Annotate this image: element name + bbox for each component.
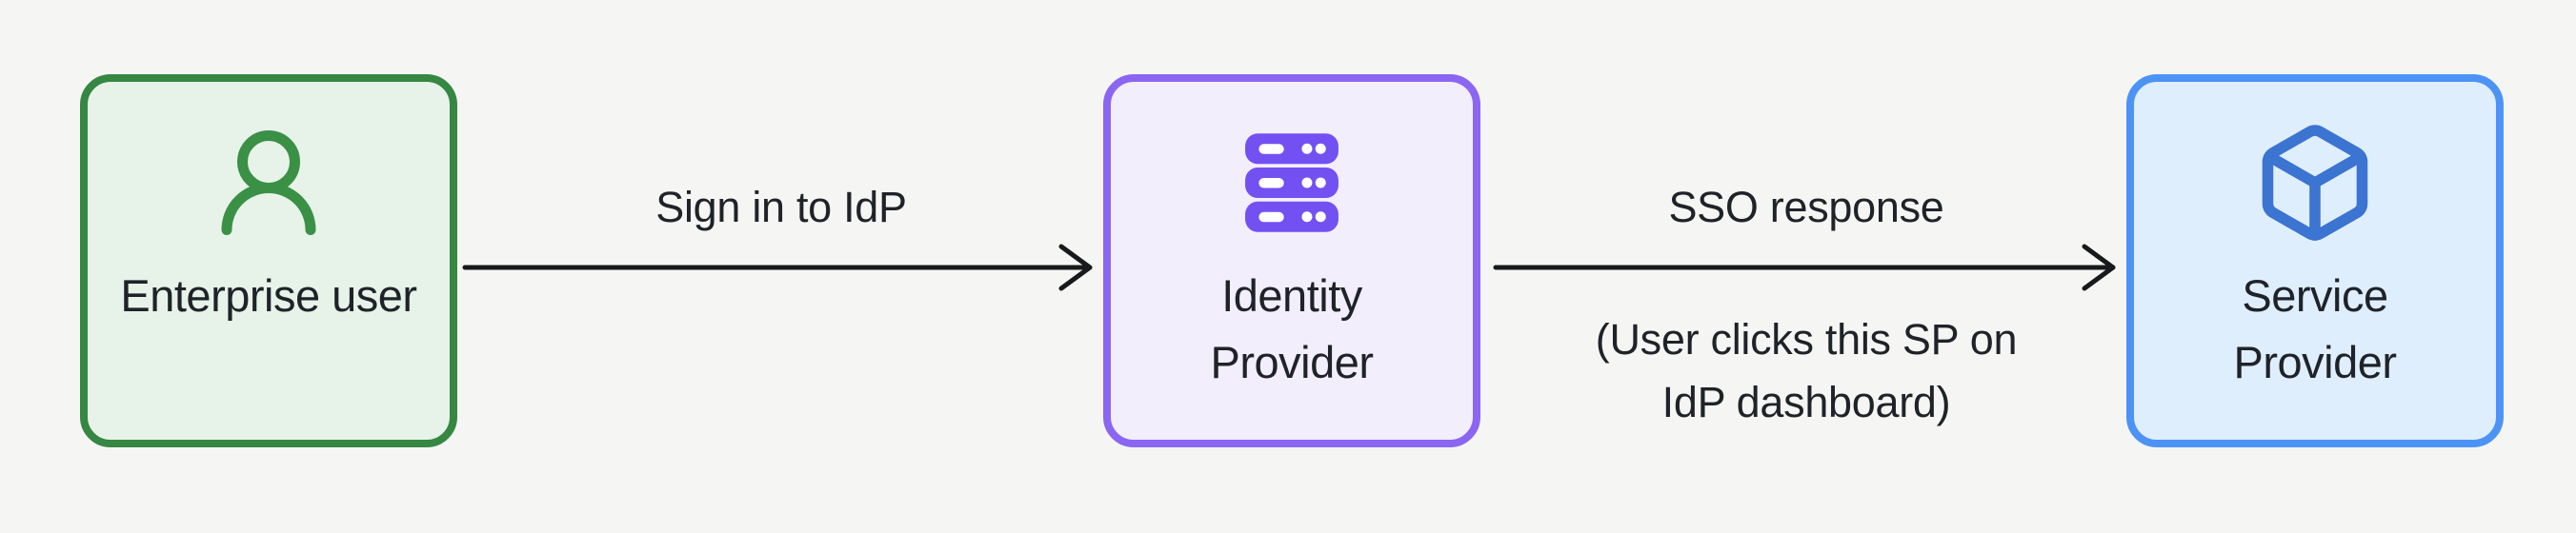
node-label-enterprise-user: Enterprise user — [120, 270, 417, 321]
cube-icon — [2262, 125, 2368, 241]
node-label-identity-provider: Identity Provider — [1210, 270, 1374, 387]
arrow-sign-in-to-idp — [462, 244, 1093, 291]
edge-label-sign-in-to-idp: Sign in to IdP — [655, 183, 907, 231]
node-identity-provider: Identity Provider — [1103, 74, 1480, 447]
node-service-provider: Service Provider — [2126, 74, 2504, 447]
edge-label-sso-response: SSO response — [1668, 183, 1944, 231]
user-round-icon — [221, 130, 316, 235]
node-enterprise-user: Enterprise user — [80, 74, 457, 447]
arrow-sso-response — [1493, 244, 2116, 291]
server-stack-icon — [1245, 133, 1338, 232]
node-label-service-provider: Service Provider — [2233, 270, 2397, 387]
edge-note-sso-response: (User clicks this SP on IdP dashboard) — [1595, 315, 2018, 426]
